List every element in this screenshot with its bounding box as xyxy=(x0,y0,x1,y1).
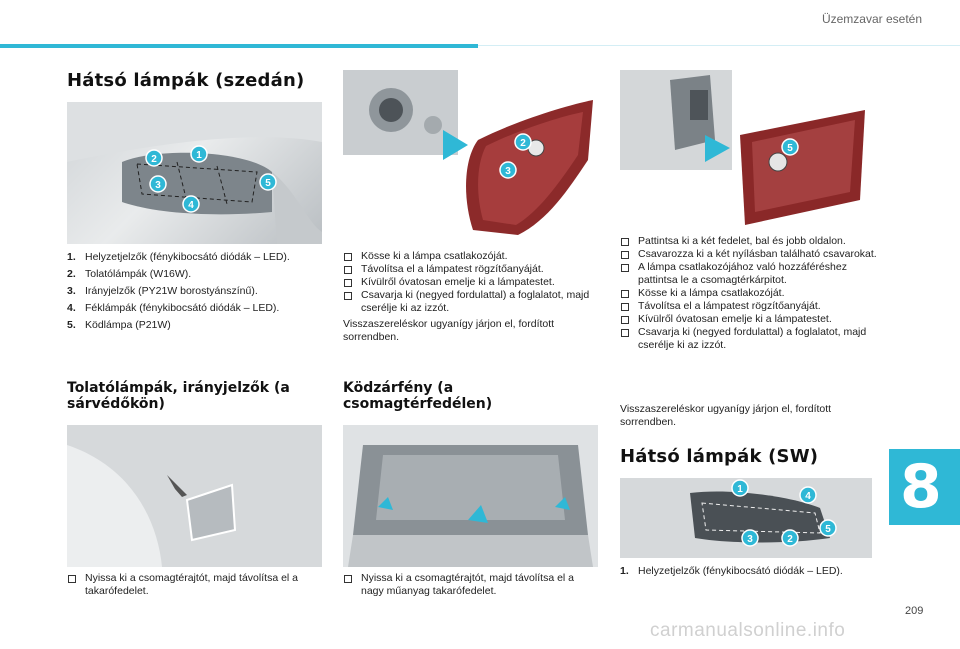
callout-3: 3 xyxy=(499,161,517,179)
sw-lamp-unit-image: 5 xyxy=(700,100,870,225)
subsection-title-reversing-indicators: Tolatólámpák, irányjelzők (a sárvédőkön) xyxy=(67,380,290,412)
svg-text:3: 3 xyxy=(747,534,753,545)
list-item: 4.Féklámpák (fénykibocsátó diódák – LED)… xyxy=(67,302,280,314)
watermark: carmanualsonline.info xyxy=(650,620,846,641)
list-item: Pattintsa ki a két fedelet, bal és jobb … xyxy=(620,235,880,248)
list-item: Csavarozza ki a két nyílásban található … xyxy=(620,248,880,261)
svg-text:1: 1 xyxy=(196,150,202,161)
checkbox-icon xyxy=(621,303,629,311)
list-item: 5.Ködlámpa (P21W) xyxy=(67,319,171,331)
checkbox-icon xyxy=(344,266,352,274)
list-item: Távolítsa el a lámpatest rögzítőanyáját. xyxy=(343,263,598,276)
sedan-lamp-unit-image: 2 3 xyxy=(438,100,598,235)
checkbox-icon xyxy=(68,575,76,583)
sedan-lamp-instructions: Kösse ki a lámpa csatlakozóját. Távolíts… xyxy=(343,250,598,315)
checkbox-icon xyxy=(621,290,629,298)
list-item: Kívülről óvatosan emelje ki a lámpateste… xyxy=(343,276,598,289)
svg-text:3: 3 xyxy=(505,166,511,177)
svg-text:2: 2 xyxy=(520,138,526,149)
section-title-sedan: Hátsó lámpák (szedán) xyxy=(67,70,305,91)
svg-text:4: 4 xyxy=(805,491,811,502)
sw-lamp-list: 1.Helyzetjelzők (fénykibocsátó diódák – … xyxy=(620,565,872,582)
svg-text:5: 5 xyxy=(825,524,831,535)
list-item: Kösse ki a lámpa csatlakozóját. xyxy=(343,250,598,263)
sedan-rear-lamp-image: 1 2 3 4 5 xyxy=(67,102,322,244)
subsection-title-fog-lamp: Ködzárfény (a csomagtérfedélen) xyxy=(343,380,493,412)
callout-5: 5 xyxy=(781,138,799,156)
tailgate-cover-image xyxy=(343,425,598,567)
svg-text:1: 1 xyxy=(737,484,743,495)
callout-5: 5 xyxy=(259,173,277,191)
svg-text:5: 5 xyxy=(787,143,793,154)
checkbox-icon xyxy=(344,279,352,287)
list-item: Kívülről óvatosan emelje ki a lámpateste… xyxy=(620,313,880,326)
sw-lamp-instructions: Pattintsa ki a két fedelet, bal és jobb … xyxy=(620,235,880,352)
callout-3: 3 xyxy=(741,529,759,547)
callout-4: 4 xyxy=(182,195,200,213)
page-number: 209 xyxy=(905,605,924,617)
list-item: Nyissa ki a csomagtérajtót, majd távolít… xyxy=(67,572,322,598)
chapter-header-title: Üzemzavar esetén xyxy=(821,12,922,26)
list-item: Csavarja ki (negyed fordulattal) a fogla… xyxy=(343,289,598,315)
tailgate-cover-instruction: Nyissa ki a csomagtérajtót, majd távolít… xyxy=(343,572,598,598)
callout-2: 2 xyxy=(145,149,163,167)
chapter-number: 8 xyxy=(900,452,942,522)
svg-text:4: 4 xyxy=(188,200,194,211)
list-item: 1.Helyzetjelzők (fénykibocsátó diódák – … xyxy=(67,251,290,263)
list-item: Kösse ki a lámpa csatlakozóját. xyxy=(620,287,880,300)
list-item: Nyissa ki a csomagtérajtót, majd távolít… xyxy=(343,572,598,598)
checkbox-icon xyxy=(621,238,629,246)
checkbox-icon xyxy=(344,575,352,583)
section-title-sw: Hátsó lámpák (SW) xyxy=(620,446,819,467)
chapter-tab xyxy=(889,449,960,525)
svg-text:5: 5 xyxy=(265,178,271,189)
sw-reassembly-note: Visszaszereléskor ugyanígy járjon el, fo… xyxy=(620,403,832,428)
callout-2: 2 xyxy=(514,133,532,151)
checkbox-icon xyxy=(621,251,629,259)
checkbox-icon xyxy=(621,264,629,272)
lamp-connector-image xyxy=(343,70,458,155)
callout-3: 3 xyxy=(149,175,167,193)
callout-5: 5 xyxy=(819,519,837,537)
trunk-cover-instruction: Nyissa ki a csomagtérajtót, majd távolít… xyxy=(67,572,322,598)
svg-text:2: 2 xyxy=(787,534,793,545)
list-item: Csavarja ki (negyed fordulattal) a fogla… xyxy=(620,326,880,352)
header-divider xyxy=(478,45,960,46)
callout-4: 4 xyxy=(799,486,817,504)
reassembly-note: Visszaszereléskor ugyanígy járjon el, fo… xyxy=(343,318,555,343)
svg-text:2: 2 xyxy=(151,154,157,165)
callout-1: 1 xyxy=(731,479,749,497)
list-item: Távolítsa el a lámpatest rögzítőanyáját. xyxy=(620,300,880,313)
checkbox-icon xyxy=(344,292,352,300)
callout-2: 2 xyxy=(781,529,799,547)
sw-rear-lamp-image: 1 4 5 3 2 xyxy=(620,478,872,558)
list-item: 1.Helyzetjelzők (fénykibocsátó diódák – … xyxy=(620,565,843,577)
header-accent-bar xyxy=(0,44,478,48)
trunk-side-cover-image xyxy=(67,425,322,567)
checkbox-icon xyxy=(621,329,629,337)
checkbox-icon xyxy=(344,253,352,261)
checkbox-icon xyxy=(621,316,629,324)
list-item: 2.Tolatólámpák (W16W). xyxy=(67,268,192,280)
list-item: A lámpa csatlakozójához való hozzáférésh… xyxy=(620,261,880,287)
list-item: 3.Irányjelzők (PY21W borostyánszínű). xyxy=(67,285,258,297)
callout-1: 1 xyxy=(190,145,208,163)
svg-text:3: 3 xyxy=(155,180,161,191)
sedan-lamp-list: 1.Helyzetjelzők (fénykibocsátó diódák – … xyxy=(67,251,322,336)
